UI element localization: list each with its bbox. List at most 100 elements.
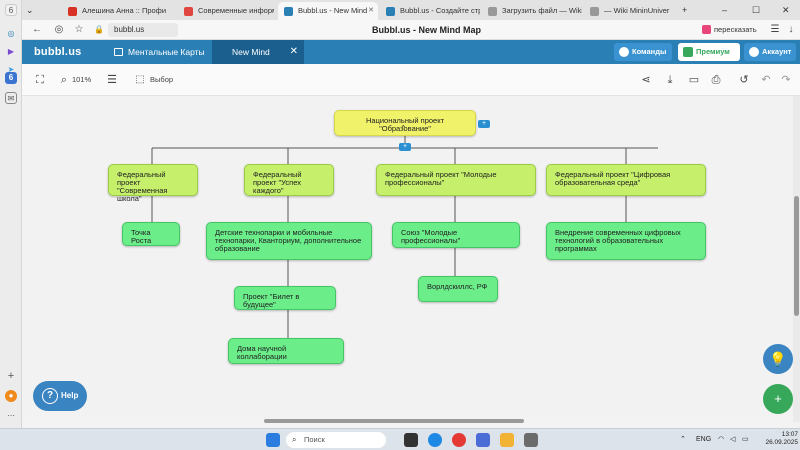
node-technoparks[interactable]: Детские технопарки и мобильные технопарк…	[206, 222, 372, 260]
tab-mind-maps-label: Ментальные Карты	[128, 47, 205, 57]
windows-start-icon[interactable]	[266, 433, 280, 447]
lock-icon[interactable]: 🔒	[94, 25, 104, 34]
account-button[interactable]: Аккаунт	[744, 43, 796, 61]
tab-label: Bubbl.us - New Mind	[298, 6, 368, 15]
yandex-id-icon[interactable]: ◎	[54, 24, 64, 35]
retell-label: пересказать	[714, 25, 757, 34]
close-window-icon[interactable]: ✕	[782, 5, 790, 15]
node-science-houses[interactable]: Дома научной коллаборации	[228, 338, 344, 364]
select-label[interactable]: Выбор	[150, 75, 174, 84]
app-logo[interactable]: bubbl.us	[34, 46, 82, 58]
node-project-success[interactable]: Федеральный проект "Успех каждого"	[244, 164, 334, 196]
star-icon	[683, 47, 693, 57]
mail-icon[interactable]: ✉	[5, 92, 17, 104]
search-icon: ⌕	[292, 435, 297, 444]
vertical-scrollbar[interactable]	[793, 96, 800, 422]
task-view-icon[interactable]	[404, 433, 418, 447]
scroll-thumb[interactable]	[264, 419, 524, 423]
messenger-icon[interactable]: ◎	[7, 29, 15, 38]
tab-favicon-icon	[184, 7, 193, 16]
tray-chevron-icon[interactable]: ⌃	[680, 436, 686, 443]
fit-screen-icon[interactable]: ⛶	[36, 74, 44, 86]
chrome-icon[interactable]	[452, 433, 466, 447]
video-icon[interactable]: ▶	[7, 47, 15, 56]
help-button[interactable]: ? Help	[33, 381, 87, 411]
date: 26.09.2025	[765, 439, 798, 446]
mind-map-canvas[interactable]: Национальный проект "Образование" ⌃ + + …	[22, 96, 793, 422]
node-digital-tech[interactable]: Внедрение современных цифровых технологи…	[546, 222, 706, 260]
bookmark-icon[interactable]: ☆	[74, 24, 84, 35]
premium-button[interactable]: Премиум	[678, 43, 740, 61]
node-label: Ворлдскиллс, РФ	[427, 282, 488, 291]
browser-tab[interactable]: Bubbl.us - Создайте стр	[380, 2, 480, 20]
undo-icon[interactable]: ↶	[761, 74, 771, 86]
zoom-level[interactable]: 101%	[72, 75, 92, 84]
retell-button[interactable]: пересказать	[702, 24, 757, 36]
app-icon[interactable]	[524, 433, 538, 447]
present-icon[interactable]: ▭	[688, 74, 700, 86]
teams-label: Команды	[632, 47, 667, 56]
menu-icon[interactable]: ☰	[107, 74, 117, 86]
back-icon[interactable]: ←	[32, 24, 42, 35]
node-ticket-to-future[interactable]: Проект "Билет в будущее"	[234, 286, 336, 310]
add-child-icon[interactable]: +	[478, 120, 490, 128]
maximize-icon[interactable]: ☐	[752, 5, 761, 15]
node-young-professionals-union[interactable]: Союз "Молодые профессионалы"	[392, 222, 520, 248]
browser-tab[interactable]: Современные информ	[178, 2, 274, 20]
minimize-icon[interactable]: –	[722, 5, 728, 15]
url-field[interactable]: bubbl.us	[108, 23, 178, 37]
tab-label: — Wiki MininUniver	[604, 6, 670, 15]
taskbar-search[interactable]: ⌕ Поиск	[286, 432, 386, 448]
close-icon[interactable]: ✕	[368, 7, 374, 14]
file-explorer-icon[interactable]	[500, 433, 514, 447]
new-tab-icon[interactable]: +	[682, 5, 688, 15]
redo-icon[interactable]: ↷	[781, 74, 791, 86]
download-icon[interactable]: ⤓	[667, 74, 673, 86]
tab-mind-maps[interactable]: Ментальные Карты	[108, 40, 210, 64]
alice-icon[interactable]: ●	[5, 390, 17, 402]
node-worldskills[interactable]: Ворлдскиллс, РФ	[418, 276, 498, 302]
battery-icon[interactable]: ▭	[742, 436, 749, 443]
collapse-chevron-icon[interactable]: ⌃	[400, 124, 407, 133]
help-label: Help	[61, 391, 79, 400]
extensions-icon[interactable]: ☰	[770, 24, 780, 35]
node-project-young-professionals[interactable]: Федеральный проект "Молодые профессионал…	[376, 164, 536, 196]
browser-sidebar: 6 ◎ ▶ ➤ 6 ✉ + ● ⋯	[0, 0, 22, 430]
node-project-digital[interactable]: Федеральный проект "Цифровая образовател…	[546, 164, 706, 196]
add-sibling-icon[interactable]: +	[399, 143, 411, 151]
add-node-icon[interactable]: +	[763, 384, 793, 414]
zoom-icon[interactable]: ⌕	[60, 74, 68, 86]
telegram-icon[interactable]: ➤	[7, 65, 15, 74]
teams-button[interactable]: Команды	[614, 43, 672, 61]
browser-tab-active[interactable]: Bubbl.us - New Mind ✕	[278, 2, 378, 20]
language-indicator[interactable]: ENG	[696, 436, 712, 443]
history-icon[interactable]: ↺	[739, 74, 749, 86]
clock[interactable]: 13:07 26.09.2025	[758, 431, 798, 447]
node-tochka-rosta[interactable]: Точка Роста	[122, 222, 180, 246]
close-icon[interactable]: ✕	[289, 46, 298, 57]
root-node[interactable]: Национальный проект "Образование"	[334, 110, 476, 136]
tab-favicon-icon	[488, 7, 497, 16]
tab-new-mind-map[interactable]: New Mind Map ✕	[212, 40, 304, 81]
print-icon[interactable]: ⎙	[711, 74, 721, 86]
add-panel-icon[interactable]: +	[7, 370, 15, 382]
yandex-browser-icon[interactable]	[476, 433, 490, 447]
node-project-school[interactable]: Федеральный проект "Современная школа"	[108, 164, 198, 203]
lightbulb-icon[interactable]: 💡	[763, 344, 793, 374]
calendar-icon[interactable]: 6	[5, 72, 17, 84]
browser-tab[interactable]: — Wiki MininUniver	[584, 2, 680, 20]
browser-tab[interactable]: Алешина Анна :: Профи	[62, 2, 176, 20]
volume-icon[interactable]: ◁	[730, 436, 736, 443]
share-icon[interactable]: ⋖	[641, 74, 651, 86]
more-icon[interactable]: ⋯	[7, 411, 15, 420]
scroll-thumb[interactable]	[794, 196, 799, 316]
tab-list-icon[interactable]: ⌄	[26, 5, 34, 15]
horizontal-scrollbar[interactable]	[22, 418, 793, 424]
select-icon[interactable]: ⬚	[135, 74, 145, 85]
edge-icon[interactable]	[428, 433, 442, 447]
browser-tab[interactable]: Загрузить файл — Wiki	[482, 2, 582, 20]
wifi-icon[interactable]: ◠	[718, 436, 725, 443]
download-icon[interactable]: ↓	[788, 24, 794, 35]
tab-actions-icon[interactable]: 6	[5, 4, 17, 16]
